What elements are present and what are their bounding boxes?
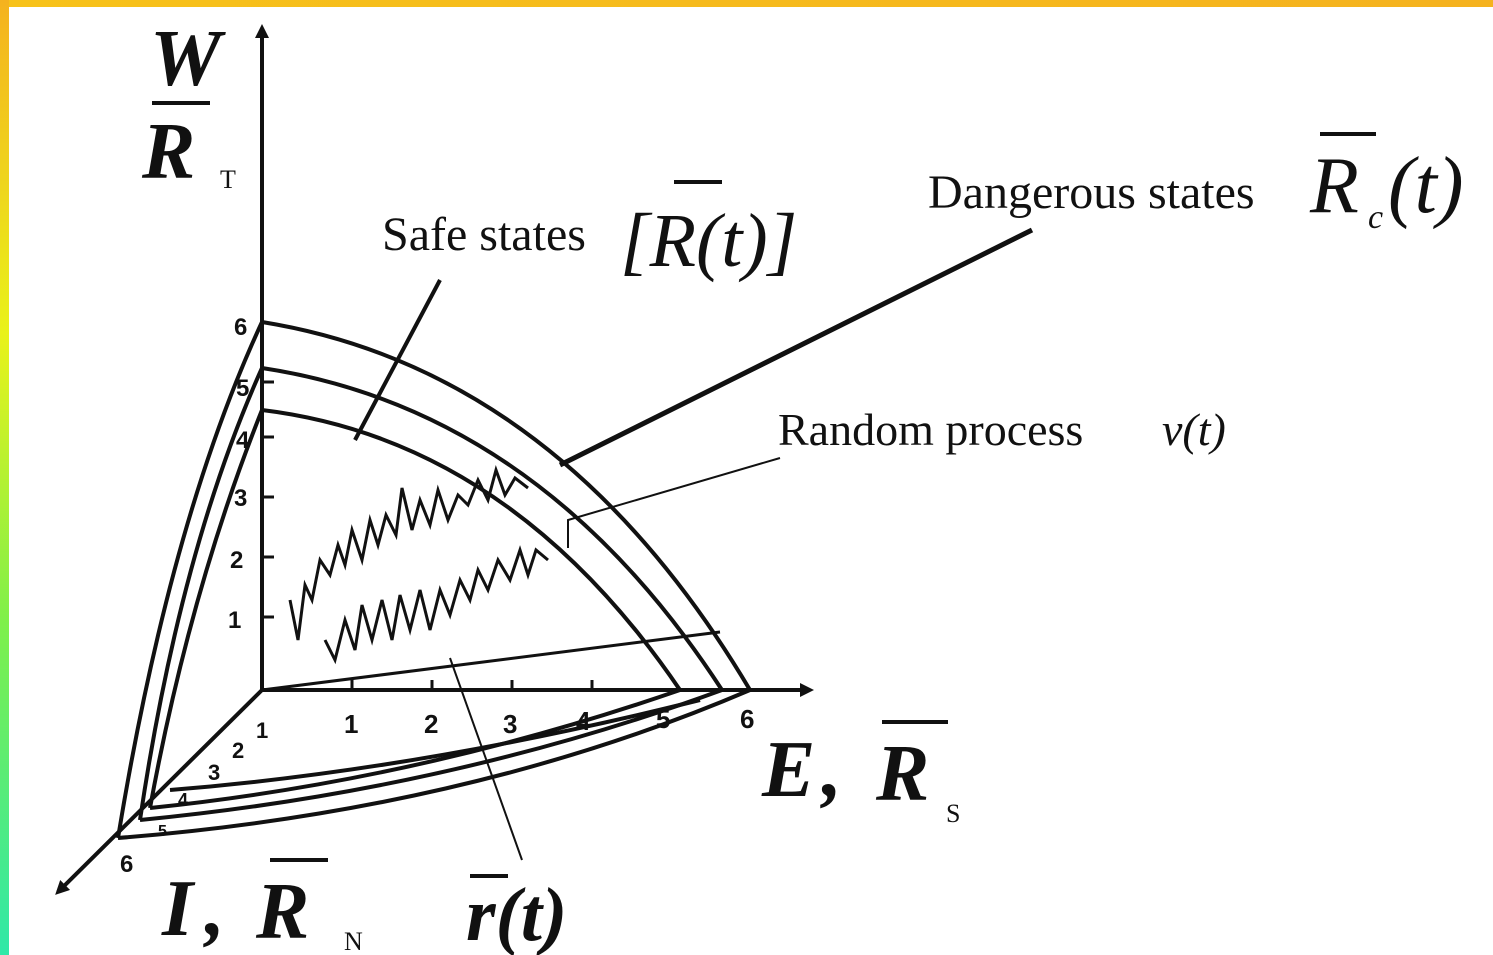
r-vector-label: r(t) [466, 873, 567, 955]
vertical-axis-symbol-w: W [150, 15, 226, 103]
depth-axis-symbol-r: R [255, 868, 309, 955]
vtick-5: 5 [236, 375, 249, 402]
dtick-2: 2 [232, 738, 244, 763]
horizontal-axis-subscript: S [946, 799, 960, 828]
safe-states-formula: [R(t)] [620, 199, 797, 283]
vtick-3: 3 [234, 485, 247, 512]
vtick-4: 4 [236, 427, 250, 454]
vtick-6: 6 [234, 314, 247, 341]
vertical-axis-subscript: T [220, 165, 236, 194]
r-vector-formula: r(t) [466, 873, 567, 955]
depth-axis-label: I , R N [161, 858, 363, 955]
tick-marks [262, 380, 594, 690]
dtick-1: 1 [256, 718, 268, 743]
safe-states-text: Safe states [382, 208, 586, 261]
vertical-tick-labels: 1 2 3 4 5 6 [228, 314, 250, 634]
dtick-5: 5 [158, 823, 167, 840]
dangerous-states-text: Dangerous states [928, 166, 1255, 219]
vtick-2: 2 [230, 547, 243, 574]
dangerous-states-formula-sub: c [1368, 199, 1383, 236]
random-process-label: Random process v(t) [778, 404, 1226, 455]
frame-top-border [0, 0, 1493, 7]
htick-5: 5 [656, 704, 670, 734]
htick-1: 1 [344, 709, 358, 739]
frame-left-border [0, 0, 9, 955]
depth-axis-separator: , [203, 865, 225, 953]
dangerous-states-formula-t: (t) [1388, 142, 1464, 230]
boundary-surfaces [116, 320, 752, 840]
random-process-formula: v(t) [1162, 404, 1226, 455]
vertical-axis-symbol-r: R [141, 108, 195, 196]
htick-2: 2 [424, 709, 438, 739]
htick-4: 4 [576, 706, 591, 736]
horizontal-tick-labels: 1 2 3 4 5 6 [344, 704, 754, 739]
leader-lines [353, 227, 1034, 861]
dangerous-states-label: Dangerous states R c (t) [928, 132, 1464, 236]
vertical-axis-label: W R T [141, 15, 236, 196]
horizontal-axis-symbol-r: R [875, 730, 929, 818]
htick-6: 6 [740, 704, 754, 734]
htick-3: 3 [503, 709, 517, 739]
depth-tick-labels: 1 2 3 4 5 6 [120, 718, 268, 878]
dangerous-states-formula-r: R [1309, 142, 1359, 230]
depth-axis-symbol-i: I [161, 865, 196, 953]
depth-axis-subscript: N [344, 927, 363, 955]
dtick-4: 4 [178, 790, 188, 810]
horizontal-axis-symbol-e: E [761, 726, 815, 814]
horizontal-axis-separator: , [820, 726, 842, 814]
depth-axis [55, 688, 264, 895]
random-process-text: Random process [778, 404, 1083, 455]
dtick-3: 3 [208, 760, 220, 785]
safe-states-label: Safe states [R(t)] [382, 180, 797, 283]
vtick-1: 1 [228, 607, 241, 634]
dtick-6: 6 [120, 851, 133, 878]
trajectories [261, 464, 721, 692]
horizontal-axis-label: E , R S [761, 720, 960, 828]
